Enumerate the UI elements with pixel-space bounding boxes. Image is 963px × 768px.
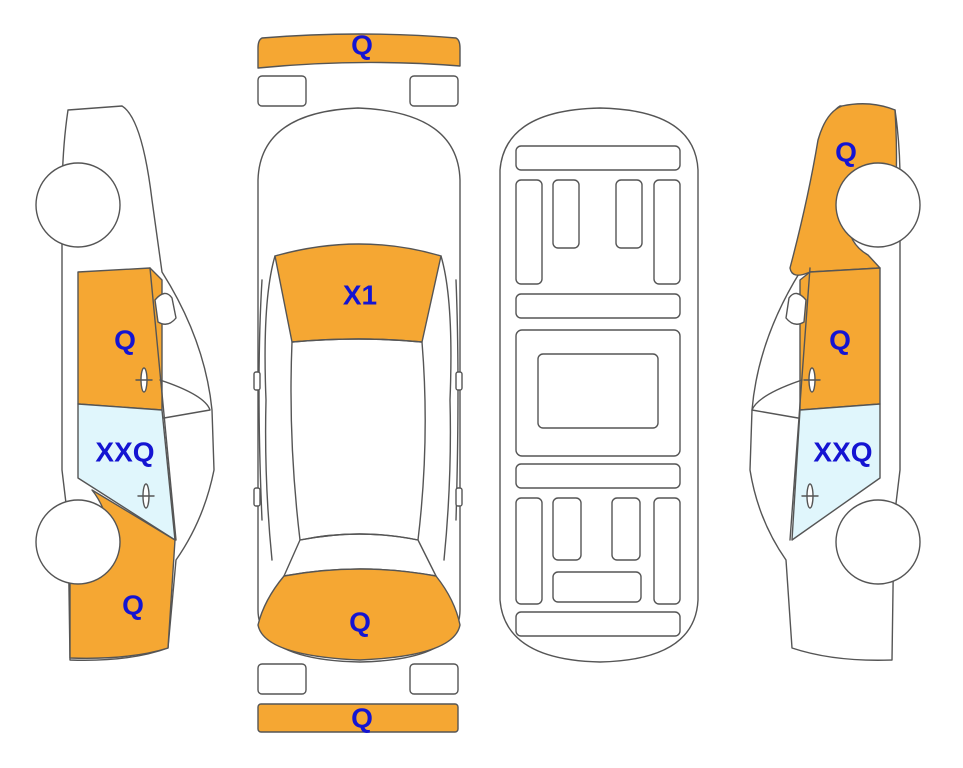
underbody-view [499, 107, 699, 663]
left-side-view: Q XXQ Q [35, 105, 215, 661]
rear-bumper-damage [257, 703, 459, 733]
underbody-front-inner-right [615, 179, 643, 249]
right-mirror [785, 292, 807, 325]
left-windshield-line [159, 379, 211, 419]
right-door-seam [789, 267, 811, 541]
left-door-label: Q [114, 325, 136, 356]
left-rear-quarter-label: Q [122, 590, 144, 621]
underbody-mid-crossmember-front [515, 293, 681, 319]
right-window-label: XXQ [813, 437, 872, 468]
left-mirror [154, 292, 177, 325]
rear-right-taillight [409, 663, 459, 695]
left-rear-wheel [35, 499, 121, 585]
right-side-view: Q Q XXQ [749, 103, 921, 661]
front-right-headlight [409, 75, 459, 107]
top-right-mirror [455, 371, 463, 391]
top-left-rear-handle [253, 487, 261, 507]
underbody-rear-right-rail [653, 497, 681, 605]
underbody-rear-left-rail [515, 497, 543, 605]
top-body-outline [257, 107, 461, 663]
left-door-seam [149, 267, 177, 541]
underbody-rear-crossmember [515, 611, 681, 637]
right-window-damage [791, 403, 881, 541]
underbody-center-panel [537, 353, 659, 429]
left-rear-door-handle [137, 483, 155, 509]
top-right-rear-handle [455, 487, 463, 507]
front-bumper-label: Q [351, 30, 373, 61]
front-left-headlight [257, 75, 307, 107]
top-view: Q X1 Q Q [253, 30, 463, 734]
underbody-front-inner-left [552, 179, 580, 249]
left-window-label: XXQ [95, 437, 154, 468]
right-door-handle [803, 367, 821, 393]
right-front-fender-label: Q [835, 137, 857, 168]
right-rear-wheel [835, 499, 921, 585]
trunk-damage [257, 568, 461, 661]
underbody-rear-inner-right [611, 497, 641, 561]
right-rear-door-handle [801, 483, 819, 509]
right-door-label: Q [829, 325, 851, 356]
front-bumper-damage [257, 33, 461, 69]
right-front-wheel [835, 162, 921, 248]
underbody-rear-center-box [552, 571, 642, 603]
left-door-handle [135, 367, 153, 393]
underbody-mid-crossmember-rear [515, 463, 681, 489]
right-windshield-line [751, 379, 803, 419]
hood-label: X1 [343, 280, 377, 311]
rear-left-taillight [257, 663, 307, 695]
underbody-front-left-rail [515, 179, 543, 285]
underbody-rear-inner-left [552, 497, 582, 561]
left-front-wheel [35, 162, 121, 248]
underbody-front-crossmember [515, 145, 681, 171]
top-left-mirror [253, 371, 261, 391]
underbody-front-right-rail [653, 179, 681, 285]
trunk-label: Q [349, 607, 371, 638]
rear-bumper-label: Q [351, 703, 373, 734]
